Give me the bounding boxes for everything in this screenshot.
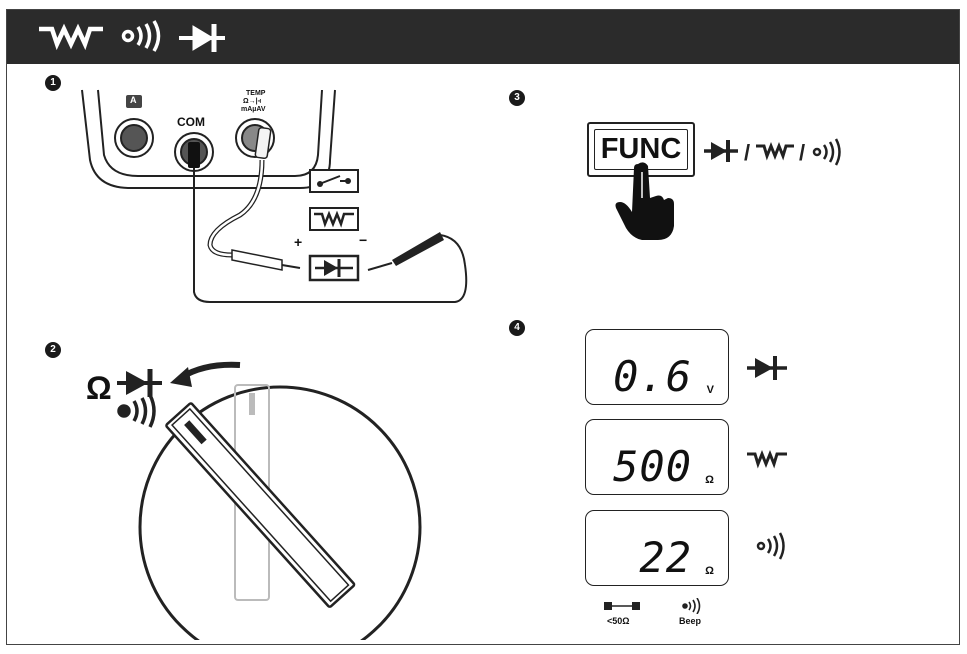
meter-connection-diagram (81, 89, 468, 303)
separator-1: / (744, 140, 750, 165)
continuity-beep-icon (117, 394, 156, 428)
func-button-label: FUNC (594, 129, 688, 170)
black-lead-wire (193, 168, 468, 303)
resistance-icon (747, 449, 787, 469)
negative-probe (367, 232, 444, 271)
temp-port-label: TEMP (246, 90, 266, 97)
diode-icon (117, 369, 162, 397)
a-port-label: A (130, 95, 137, 105)
lcd-unit: Ω (705, 565, 714, 577)
lcd-value: 500 (613, 442, 692, 491)
legend-short-label: <50Ω (607, 616, 630, 626)
continuity-beep-icon (812, 138, 841, 166)
diode-icon (179, 24, 225, 52)
dial-knob[interactable] (165, 402, 356, 608)
lcd-reading-resistance: 500 Ω (585, 419, 729, 495)
header-bar (7, 10, 959, 64)
continuity-beep-icon (682, 598, 701, 614)
lcd-unit: V (706, 384, 714, 396)
lcd-value: 0.6 (613, 352, 692, 401)
step-1-badge: 1 (45, 75, 61, 91)
lcd-reading-diode: 0.6 V (585, 329, 729, 405)
resistance-icon (39, 23, 103, 51)
rotary-dial-diagram (117, 361, 422, 640)
ohm-symbol-label: Ω (86, 370, 112, 406)
symbols-port-label: Ω→|⫞ (243, 98, 262, 105)
separator-2: / (799, 140, 805, 165)
step-4-badge: 4 (509, 320, 525, 336)
continuity-beep-icon (756, 532, 785, 560)
plus-label: + (294, 234, 303, 250)
header-icons (39, 20, 225, 52)
units-port-label: mAµAV (241, 106, 266, 113)
pointing-hand-icon (615, 162, 674, 240)
lcd-value: 22 (639, 533, 692, 582)
red-lead-wire-outline (207, 159, 265, 258)
diode-icon (704, 140, 738, 162)
legend-beep-label: Beep (679, 616, 702, 626)
resistance-icon (756, 141, 794, 161)
resistor-icon (309, 207, 359, 231)
reading-mode-icons (747, 356, 787, 560)
a-jack (114, 95, 154, 158)
volt-jack (235, 118, 275, 160)
rotate-arrow-icon (170, 361, 241, 387)
page-frame (6, 9, 960, 645)
positive-probe (231, 249, 301, 271)
com-jack (174, 132, 214, 172)
lcd-reading-continuity: 22 Ω (585, 510, 729, 586)
diode-icon (747, 356, 787, 380)
com-port-label: COM (177, 115, 205, 129)
switch-icon (309, 169, 359, 193)
shorted-leads-icon (604, 602, 640, 610)
step-2-badge: 2 (45, 342, 61, 358)
diode-icon (308, 254, 360, 282)
minus-label: − (359, 232, 368, 248)
func-mode-icons: / / (704, 138, 841, 166)
legend-icons (604, 598, 701, 614)
step-3-badge: 3 (509, 90, 525, 106)
continuity-beep-icon (121, 20, 161, 52)
lcd-unit: Ω (705, 474, 714, 486)
